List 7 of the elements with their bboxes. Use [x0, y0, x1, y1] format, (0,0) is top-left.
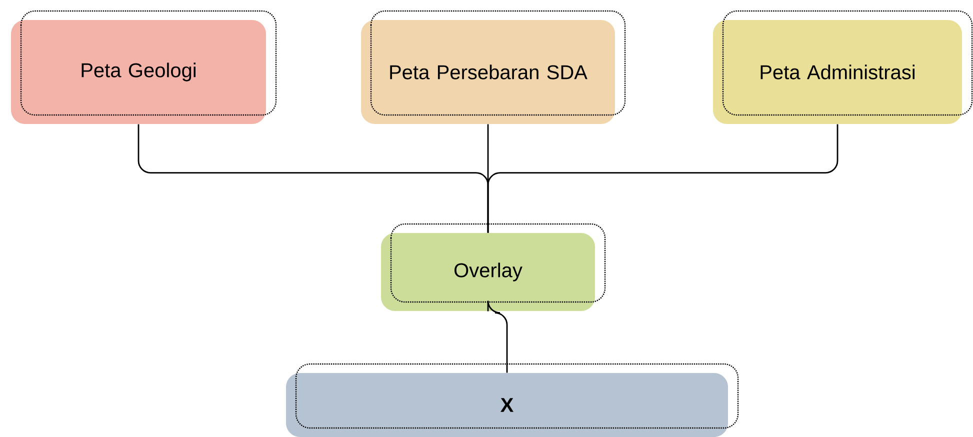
process-box: Peta Geologi [11, 10, 277, 124]
process-box: X [286, 363, 739, 437]
process-box: Peta Persebaran SDA [361, 10, 626, 124]
process-box: Peta Administrasi [713, 10, 973, 124]
process-box: Overlay [381, 223, 606, 311]
connector-line [487, 124, 838, 233]
connector-line [487, 300, 508, 373]
